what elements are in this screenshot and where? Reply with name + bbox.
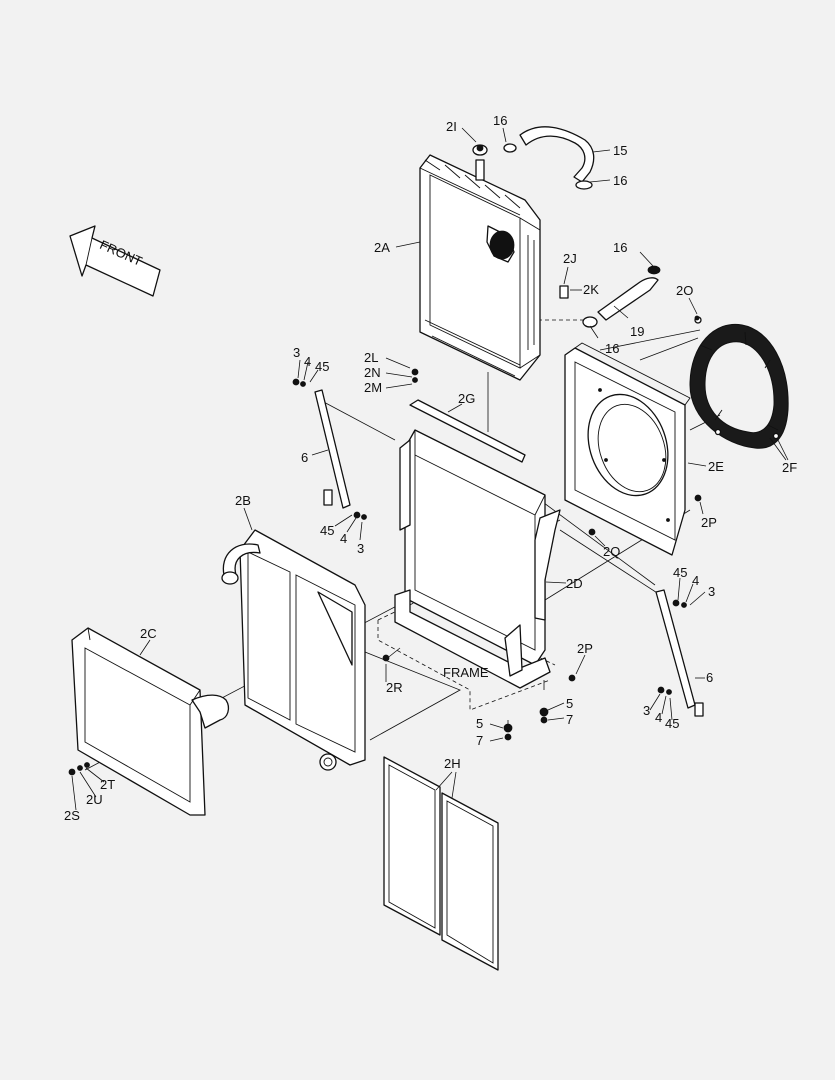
- callout-2G: 2G: [458, 391, 475, 406]
- seal-2G: [409, 399, 526, 463]
- callout-2P: 2P: [701, 515, 717, 530]
- front-arrow: FRONT: [69, 225, 161, 297]
- leader-lines: [71, 127, 789, 811]
- callout-labels: 2I 16 15 16 2A 2J 2K 16 19 16 2O 3 4 45 …: [64, 113, 797, 823]
- callout-2N: 2N: [364, 365, 381, 380]
- fasteners: [68, 144, 702, 776]
- callout-2O: 2O: [676, 283, 693, 298]
- callout-19: 19: [630, 324, 644, 339]
- callout-2B: 2B: [235, 493, 251, 508]
- callout-3: 3: [643, 703, 650, 718]
- callout-2D: 2D: [566, 576, 583, 591]
- callout-45: 45: [673, 565, 687, 580]
- callout-16: 16: [613, 240, 627, 255]
- callout-3: 3: [357, 541, 364, 556]
- callout-16: 16: [605, 341, 619, 356]
- callout-6: 6: [301, 450, 308, 465]
- callout-5: 5: [566, 696, 573, 711]
- fan-shroud-2E: [564, 342, 691, 556]
- callout-2A: 2A: [374, 240, 390, 255]
- callout-2P: 2P: [577, 641, 593, 656]
- stay-rod-6-left: [292, 378, 367, 520]
- callout-7: 7: [476, 733, 483, 748]
- callout-4: 4: [340, 531, 347, 546]
- callout-2L: 2L: [364, 350, 378, 365]
- callout-15: 15: [613, 143, 627, 158]
- callout-2U: 2U: [86, 792, 103, 807]
- callout-16: 16: [613, 173, 627, 188]
- stay-rod-6-right: [655, 589, 704, 717]
- screen-2H-left: [383, 756, 441, 936]
- callout-2T: 2T: [100, 777, 115, 792]
- callout-3: 3: [708, 584, 715, 599]
- callout-6: 6: [706, 670, 713, 685]
- cooler-2C: [71, 627, 230, 816]
- frame-label: FRAME: [443, 665, 489, 680]
- callout-4: 4: [655, 710, 662, 725]
- callout-2J: 2J: [563, 251, 577, 266]
- callout-45: 45: [665, 716, 679, 731]
- callout-7: 7: [566, 712, 573, 727]
- frame-2D: [394, 429, 561, 689]
- callout-4: 4: [304, 354, 311, 369]
- upper-hose-15: [503, 126, 595, 190]
- radiator-top-2A: [419, 144, 541, 381]
- callout-4: 4: [692, 573, 699, 588]
- radiator-2B: [221, 529, 366, 771]
- callout-2I: 2I: [446, 119, 457, 134]
- fan-shroud-ring-2F: [689, 316, 789, 449]
- callout-45: 45: [315, 359, 329, 374]
- callout-45: 45: [320, 523, 334, 538]
- callout-5: 5: [476, 716, 483, 731]
- callout-3: 3: [293, 345, 300, 360]
- callout-2K: 2K: [583, 282, 599, 297]
- callout-2H: 2H: [444, 756, 461, 771]
- callout-16: 16: [493, 113, 507, 128]
- callout-2E: 2E: [708, 459, 724, 474]
- lower-hose-19: [559, 265, 661, 328]
- callout-2Q: 2Q: [603, 544, 620, 559]
- callout-2R: 2R: [386, 680, 403, 695]
- callout-2C: 2C: [140, 626, 157, 641]
- screen-2H-right: [441, 792, 499, 971]
- callout-2F: 2F: [782, 460, 797, 475]
- callout-2M: 2M: [364, 380, 382, 395]
- callout-2S: 2S: [64, 808, 80, 823]
